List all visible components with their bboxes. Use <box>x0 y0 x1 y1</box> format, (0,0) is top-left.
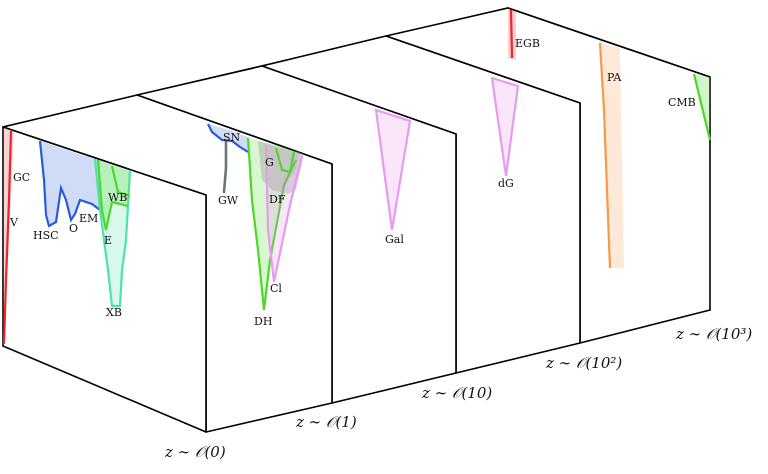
label-gc: GC <box>13 171 30 184</box>
pa-curve <box>598 42 612 269</box>
cl-region <box>266 145 302 282</box>
dg-region <box>490 76 520 177</box>
g-curve <box>274 147 296 174</box>
label-o: O <box>69 222 78 235</box>
label-dg: dG <box>498 177 514 190</box>
sn-curve <box>207 123 249 153</box>
panel-1: SN GW G DF Cl DH <box>2 94 333 433</box>
pa-region <box>600 43 624 268</box>
redshift-label-1: z ∼ 𝒪(1) <box>295 413 357 431</box>
redshift-axis-labels: z ∼ 𝒪(0) z ∼ 𝒪(1) z ∼ 𝒪(10) z ∼ 𝒪(10²) z… <box>164 325 752 461</box>
label-e: E <box>104 234 112 247</box>
label-gw: GW <box>218 194 239 207</box>
label-sn: SN <box>223 131 241 144</box>
xb-curve <box>93 158 132 308</box>
gc-v-curve <box>2 130 13 345</box>
gw-curve <box>222 140 228 194</box>
label-gal: Gal <box>385 233 404 246</box>
label-wb: WB <box>108 191 127 204</box>
dh-curve <box>246 137 297 311</box>
label-cmb: CMB <box>668 96 696 109</box>
hsc-o-em-curve <box>38 140 101 228</box>
redshift-label-4: z ∼ 𝒪(10³) <box>675 325 752 343</box>
label-dh: DH <box>254 315 272 328</box>
label-egb: EGB <box>515 37 540 50</box>
label-pa: PA <box>607 71 622 84</box>
label-hsc: HSC <box>33 229 59 242</box>
label-xb: XB <box>106 306 122 319</box>
egb-curve <box>509 9 514 59</box>
hsc-o-em-region <box>40 141 100 226</box>
cl-curve <box>264 144 304 283</box>
e-wb-region <box>98 160 130 230</box>
redshift-label-0: z ∼ 𝒪(0) <box>164 443 226 461</box>
wb-curve <box>110 165 131 198</box>
label-v: V <box>9 216 19 229</box>
panel-0: GC V HSC O EM E WB XB <box>2 126 207 433</box>
label-em: EM <box>79 212 98 225</box>
cmb-curve <box>692 73 712 141</box>
label-cl: Cl <box>270 282 282 295</box>
redshift-label-3: z ∼ 𝒪(10²) <box>545 354 622 372</box>
panel-0-frame <box>2 126 207 433</box>
label-g: G <box>265 156 274 169</box>
redshift-label-2: z ∼ 𝒪(10) <box>421 384 492 402</box>
gal-region <box>374 108 412 231</box>
label-df: DF <box>269 193 286 206</box>
e-wb-curve <box>96 159 129 231</box>
panel-4: EGB PA CMB <box>385 7 712 344</box>
